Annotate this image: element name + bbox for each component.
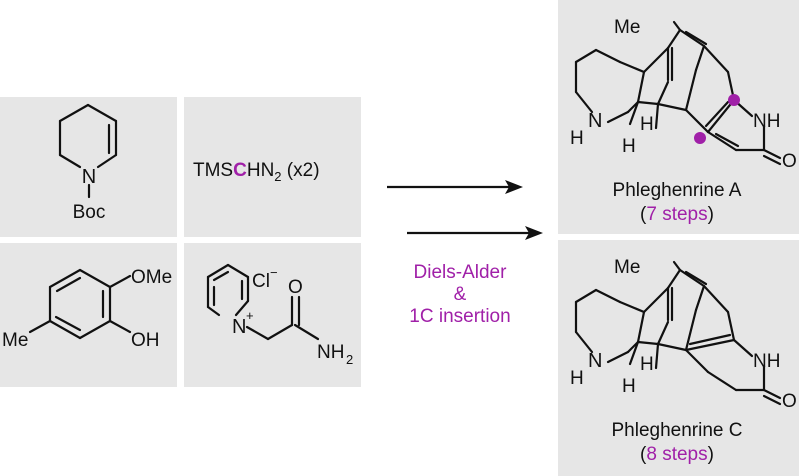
condition-1c-insertion: 1C insertion (409, 306, 511, 327)
product-c-h-amine: H (570, 368, 584, 389)
atom-n: N (82, 166, 96, 188)
methoxy-phenol-structure: OMe OH Me (2, 267, 172, 351)
tms-prefix: TMS (193, 160, 234, 181)
product-c-amide-nh: NH (753, 351, 780, 372)
steps-close-paren: ) (707, 204, 714, 225)
tms-diazomethane-label: TMSCHN2 (x2) (193, 160, 320, 184)
product-a-steps: (7 steps) (572, 204, 782, 226)
product-c-carbonyl-o: O (782, 391, 797, 412)
product-a-me: Me (614, 17, 640, 38)
product-c-amine-n: N (588, 350, 602, 372)
reaction-arrows (387, 180, 543, 240)
product-a-h-amine: H (570, 128, 584, 149)
panel-phleghenrine-c (558, 240, 799, 476)
product-a-carbonyl-o: O (782, 151, 797, 172)
oh-label: OH (131, 330, 160, 351)
n-plus-charge: + (246, 308, 254, 323)
pyridinium-n: N (232, 316, 246, 338)
steps-count: 8 steps (646, 444, 708, 465)
me-label: Me (2, 330, 28, 351)
product-a-h-ring: H (622, 136, 636, 157)
product-c-h-ring: H (622, 376, 636, 397)
steps-count: 7 steps (646, 204, 708, 225)
panel-tms-diazomethane (184, 97, 361, 237)
pyridinium-salt-structure: N + Cl − O NH 2 (206, 263, 353, 367)
panel-pyridinium-salt (184, 243, 361, 387)
product-c-steps: (8 steps) (572, 444, 782, 466)
boc-label: Boc (73, 202, 106, 223)
steps-open-paren: ( (640, 204, 647, 225)
amide-subscript: 2 (346, 352, 353, 367)
steps-open-paren: ( (640, 444, 647, 465)
phleghenrine-c-structure: Me N H H H NH O (570, 257, 797, 412)
ome-label: OMe (131, 267, 172, 288)
highlighted-carbon: C (233, 160, 247, 181)
condition-diels-alder: Diels-Alder (413, 262, 507, 283)
product-c-name: Phleghenrine C (611, 420, 743, 441)
product-c-me: Me (614, 257, 640, 278)
chloride-label: Cl (252, 271, 270, 292)
amide-nh: NH (317, 342, 344, 363)
boc-dihydropyridine-structure: N Boc (58, 103, 118, 223)
hn-part: HN (246, 160, 275, 181)
condition-ampersand: & (453, 284, 467, 305)
product-c-h-bridge: H (640, 354, 654, 375)
n2-subscript: 2 (274, 168, 282, 184)
product-a-amide-nh: NH (753, 111, 780, 132)
reaction-conditions: Diels-Alder & 1C insertion (390, 262, 530, 328)
steps-close-paren: ) (707, 444, 714, 465)
carbonyl-o: O (288, 277, 303, 298)
panel-methoxy-phenol (0, 243, 177, 387)
equivalents: (x2) (281, 160, 320, 181)
phleghenrine-a-structure: Me N H H H NH O (570, 17, 797, 172)
product-a-amine-n: N (588, 110, 602, 132)
panel-boc-dihydropyridine (0, 97, 177, 237)
panel-phleghenrine-a (558, 0, 799, 234)
product-a-name: Phleghenrine A (612, 180, 742, 201)
chloride-charge: − (270, 265, 278, 280)
product-a-h-bridge: H (640, 114, 654, 135)
